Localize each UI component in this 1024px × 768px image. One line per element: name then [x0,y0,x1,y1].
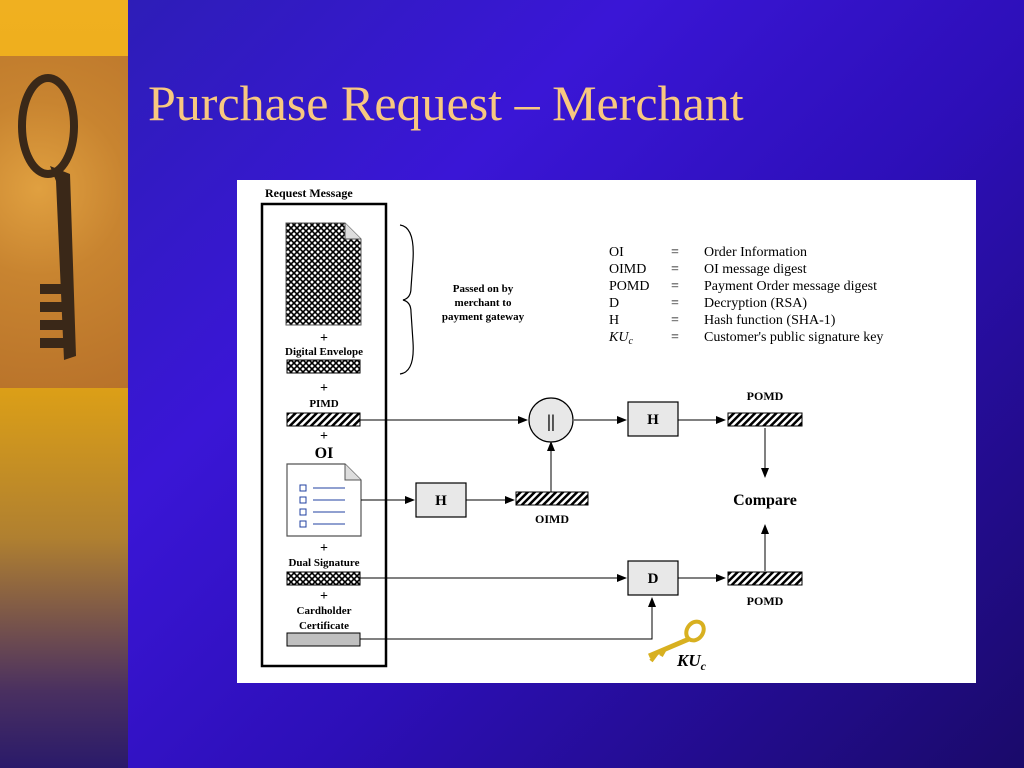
legend-abbr: D [609,296,619,311]
cert-to-decrypt-arrow [360,597,656,640]
page-fold-icon [344,223,361,240]
plus-sign: + [320,589,328,604]
legend-abbr: H [609,313,619,328]
passed-on-line3: payment gateway [442,311,525,323]
digital-envelope-label: Digital Envelope [285,346,363,358]
curly-brace [399,224,414,375]
legend-abbr: OI [609,245,624,260]
legend-desc: Decryption (RSA) [704,296,807,311]
pomd-label-bottom: POMD [747,594,784,608]
sidebar-decoration [0,0,128,768]
dual-signature-block [286,571,361,586]
legend-eq: = [671,296,679,311]
oi-document-icon [286,463,362,537]
legend-eq: = [671,279,679,294]
purchase-request-diagram: Request Message + Digital Envelope + PIM… [260,186,883,673]
compare-label: Compare [733,492,797,509]
diagram-panel: Request Message + Digital Envelope + PIM… [237,180,976,683]
legend-desc: Customer's public signature key [704,330,883,345]
hash-box-pomd [627,401,679,437]
dual-signature-label: Dual Signature [288,557,359,569]
legend-abbr: POMD [609,279,649,294]
legend-eq: = [671,313,679,328]
legend-desc: Payment Order message digest [704,279,877,294]
legend-desc: Order Information [704,245,807,260]
decrypt-label: D [648,571,659,587]
oi-label: OI [315,445,334,462]
cardholder-label-line1: Cardholder [297,605,352,617]
request-message-box [260,202,388,668]
legend-desc: Hash function (SHA-1) [704,313,836,328]
key-icon [648,619,706,663]
concatenate-node [528,397,574,443]
slide-title: Purchase Request – Merchant [148,75,744,131]
passed-on-line2: merchant to [455,297,512,309]
plus-sign: + [320,381,328,396]
pimd-block [286,412,361,427]
legend: OI = Order Information OIMD = OI message… [608,245,883,347]
hash-label: H [435,493,447,509]
pimd-label: PIMD [309,398,338,410]
digital-envelope-block [286,359,361,374]
plus-sign: + [320,331,328,346]
ku-c-label: KUc [676,651,707,673]
pomd-label-top: POMD [747,389,784,403]
old-key-icon [18,74,78,360]
decrypt-box [627,560,679,596]
pi-document-icon [285,222,362,326]
hash-box-oi [415,482,467,518]
legend-eq: = [671,330,679,345]
cardholder-certificate-block [286,632,361,647]
cardholder-label-line2: Certificate [299,620,349,632]
legend-abbr: KUc [608,330,633,347]
legend-desc: OI message digest [704,262,807,277]
pomd-block-decrypted [727,571,803,586]
legend-eq: = [671,262,679,277]
request-message-label: Request Message [265,186,353,200]
concat-symbol: || [547,411,555,431]
hash-label: H [647,412,659,428]
passed-on-line1: Passed on by [453,283,514,295]
oimd-block [515,491,589,506]
plus-sign: + [320,541,328,556]
legend-abbr: OIMD [609,262,646,277]
plus-sign: + [320,429,328,444]
oimd-label: OIMD [535,512,569,526]
legend-eq: = [671,245,679,260]
key-photo-image [0,56,128,388]
pomd-block-computed [727,412,803,427]
